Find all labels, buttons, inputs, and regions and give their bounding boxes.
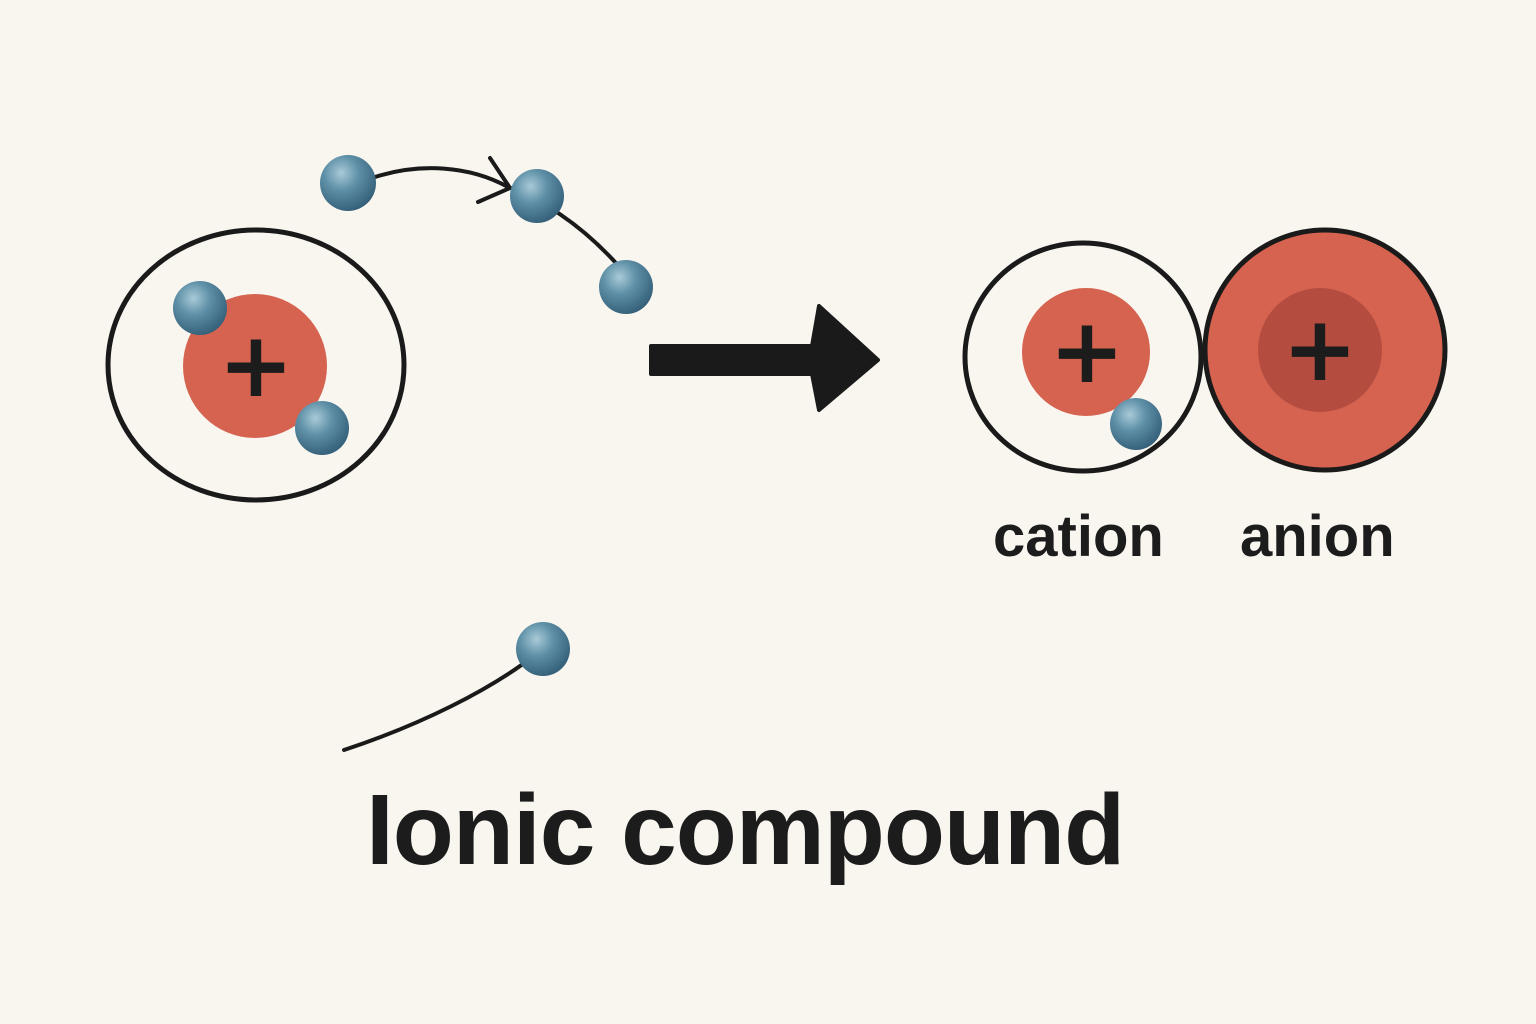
electron [516, 622, 570, 676]
electron [510, 169, 564, 223]
electron-transfer [320, 155, 653, 314]
anion-label: anion [1240, 504, 1395, 569]
anion: + [1202, 227, 1448, 473]
cation: + [962, 240, 1204, 474]
transfer-arrowhead [476, 156, 512, 204]
atom-nucleus [183, 294, 327, 438]
electron [599, 260, 653, 314]
neutral-atom: + [105, 227, 407, 503]
free-electron-lower [342, 622, 570, 752]
diagram-title: Ionic compound [366, 774, 1125, 886]
reaction-arrow [649, 304, 880, 412]
cation-label: cation [993, 504, 1164, 569]
anion-core [1258, 288, 1382, 412]
atom-shell [105, 227, 407, 503]
arrow-shape [649, 304, 880, 412]
anion-plus-sign: + [1282, 297, 1357, 402]
electron [320, 155, 376, 211]
nucleus-plus-sign: + [218, 313, 293, 418]
cation-plus-sign: + [1049, 299, 1124, 404]
electron [1110, 398, 1162, 450]
electron [295, 401, 349, 455]
electron-trail [342, 653, 537, 752]
electron [173, 281, 227, 335]
cation-nucleus [1022, 288, 1150, 416]
transfer-curve [370, 166, 617, 264]
